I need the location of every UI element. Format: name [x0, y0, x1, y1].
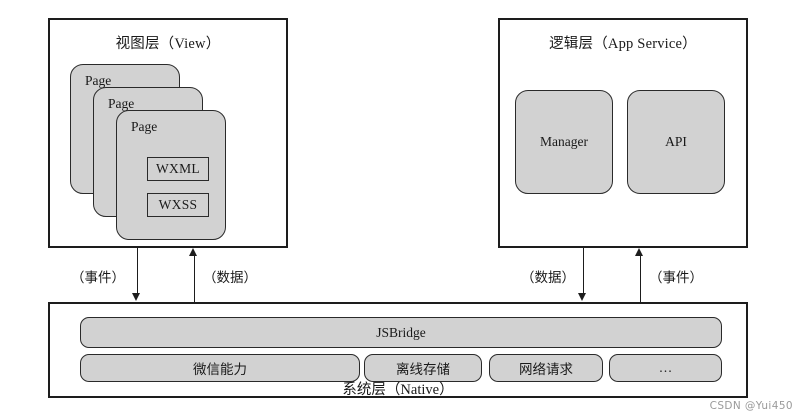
page-card-front[interactable]: Page WXML WXSS [116, 110, 226, 240]
view-layer-panel: 视图层（View） Page Page Page WXML WXSS [48, 18, 288, 248]
native-layer-caption: 系统层（Native） [342, 382, 454, 398]
view-layer-title: 视图层（View） [115, 36, 221, 52]
connector-label-event-logic: （事件） [649, 270, 703, 285]
watermark: CSDN @Yui450 [709, 400, 793, 412]
native-layer-panel: JSBridge 微信能力 离线存储 网络请求 … 系统层（Native） [48, 302, 748, 398]
page-card-label: Page [108, 96, 135, 111]
jsbridge-box[interactable]: JSBridge [80, 317, 722, 348]
connector-view-to-native-line [137, 248, 138, 294]
capability-box-offline-storage[interactable]: 离线存储 [364, 354, 482, 382]
manager-box[interactable]: Manager [515, 90, 613, 194]
wxml-box[interactable]: WXML [147, 157, 209, 181]
capability-box-wechat[interactable]: 微信能力 [80, 354, 360, 382]
connector-logic-to-native-arrowhead [578, 293, 586, 301]
connector-view-to-native-arrowhead [132, 293, 140, 301]
api-box[interactable]: API [627, 90, 725, 194]
capability-box-more[interactable]: … [609, 354, 722, 382]
wxss-box[interactable]: WXSS [147, 193, 209, 217]
connector-native-to-logic-arrowhead [635, 248, 643, 256]
connector-native-to-view-arrowhead [189, 248, 197, 256]
logic-layer-panel: 逻辑层（App Service） Manager API [498, 18, 748, 248]
capability-box-network-request[interactable]: 网络请求 [489, 354, 603, 382]
connector-label-data-view: （数据） [203, 270, 257, 285]
page-card-label: Page [85, 73, 112, 88]
connector-label-data-logic: （数据） [521, 270, 575, 285]
connector-label-event-view: （事件） [71, 270, 125, 285]
connector-native-to-view-line [194, 255, 195, 302]
logic-layer-title: 逻辑层（App Service） [549, 36, 697, 52]
connector-native-to-logic-line [640, 255, 641, 302]
page-card-label: Page [131, 119, 158, 134]
connector-logic-to-native-line [583, 248, 584, 294]
